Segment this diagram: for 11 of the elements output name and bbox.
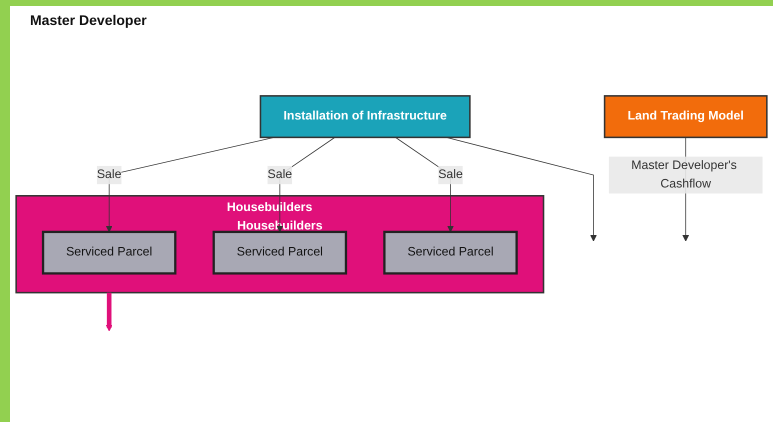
node-box: Serviced Parcel <box>383 230 518 275</box>
edge-label: Sale <box>96 168 122 182</box>
node-box: Serviced Parcel <box>42 230 176 275</box>
arrow <box>106 292 113 332</box>
node-box: Serviced Parcel <box>212 230 348 275</box>
node-box: Installation of Infrastructure <box>260 95 471 138</box>
node-box: Land Trading Model <box>604 95 768 138</box>
heading-text: Master Developer <box>30 12 147 28</box>
edge-label: Master Developer's Cashflow <box>631 158 737 190</box>
edge-label: Sale <box>268 168 292 182</box>
edge-label: Sale <box>438 168 463 182</box>
